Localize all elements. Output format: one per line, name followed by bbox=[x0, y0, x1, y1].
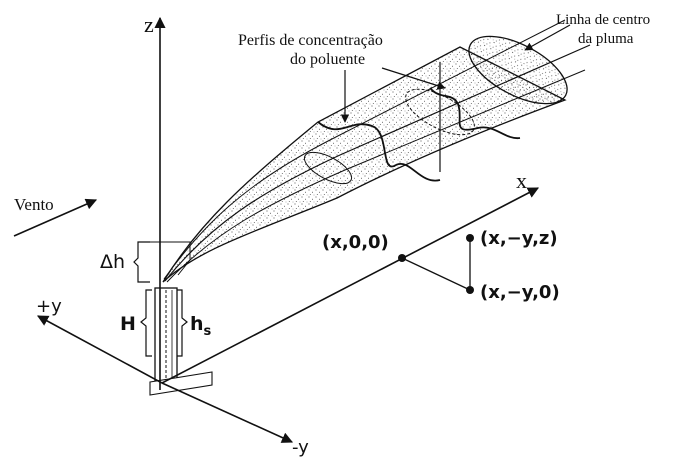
H-label: H bbox=[120, 313, 136, 335]
z-axis-label: z bbox=[144, 12, 154, 37]
plus-y-axis-label: +y bbox=[36, 296, 62, 317]
delta-h-guide bbox=[150, 241, 191, 276]
concentration-profile bbox=[317, 121, 441, 182]
x-axis-label: x bbox=[516, 168, 527, 193]
x-axis bbox=[161, 187, 539, 384]
plume-streamline bbox=[163, 19, 566, 280]
delta-h-brace bbox=[133, 241, 150, 283]
centerline-leader bbox=[524, 24, 571, 51]
stack-base bbox=[149, 371, 213, 396]
origin-point-label: (x,0,0) bbox=[322, 232, 389, 253]
centerline-label: Linha de centro bbox=[556, 12, 650, 28]
elevated-point-marker bbox=[466, 234, 474, 242]
plume-centerline bbox=[164, 44, 591, 282]
minus-y-axis bbox=[161, 382, 294, 443]
point-construction bbox=[398, 234, 474, 294]
plume-streamline bbox=[166, 69, 586, 283]
elevated-point-label: (x,−y,z) bbox=[480, 228, 558, 249]
plume bbox=[162, 19, 591, 283]
concentration-profile bbox=[429, 87, 521, 139]
minus-y-axis-label: -y bbox=[292, 437, 309, 458]
hs-brace bbox=[177, 289, 188, 357]
profiles-leader bbox=[381, 67, 446, 90]
wind-label: Vento bbox=[14, 195, 54, 214]
delta-h-label: Δh bbox=[100, 251, 125, 273]
ground-point-label: (x,−y,0) bbox=[480, 282, 560, 303]
profiles-label: do poluente bbox=[290, 51, 365, 68]
point-offset-line bbox=[401, 257, 471, 291]
centerline-label: da pluma bbox=[578, 31, 634, 47]
plume-cone bbox=[162, 46, 567, 283]
wind-arrow bbox=[13, 198, 98, 237]
ground-point-marker bbox=[466, 286, 474, 294]
hs-label: hs bbox=[190, 313, 212, 339]
plus-y-axis bbox=[37, 315, 163, 384]
profiles-label: Perfis de concentração bbox=[238, 32, 383, 49]
H-brace bbox=[140, 289, 152, 357]
